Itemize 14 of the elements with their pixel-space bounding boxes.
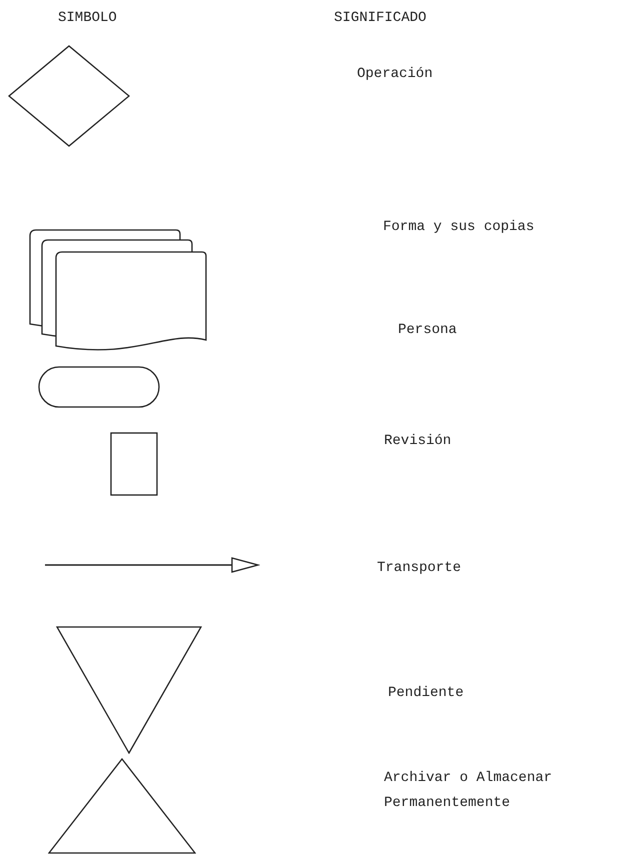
diamond-symbol	[8, 45, 130, 147]
downward-triangle-symbol	[56, 626, 202, 754]
meaning-label: Pendiente	[388, 684, 465, 703]
meaning-label: Archivar o Almacenar Permanentemente	[384, 769, 554, 813]
meaning-label: Forma y sus copias	[383, 218, 536, 237]
square-symbol	[110, 432, 158, 496]
meaning-label: Persona	[398, 321, 458, 340]
upward-triangle-symbol	[48, 758, 196, 854]
meaning-label: Revisión	[384, 432, 452, 451]
meaning-label: Operación	[357, 65, 434, 84]
rounded-box-symbol	[38, 366, 160, 408]
column-header: SIMBOLO	[58, 9, 118, 28]
column-header: SIGNIFICADO	[334, 9, 428, 28]
meaning-label: Transporte	[377, 559, 462, 578]
